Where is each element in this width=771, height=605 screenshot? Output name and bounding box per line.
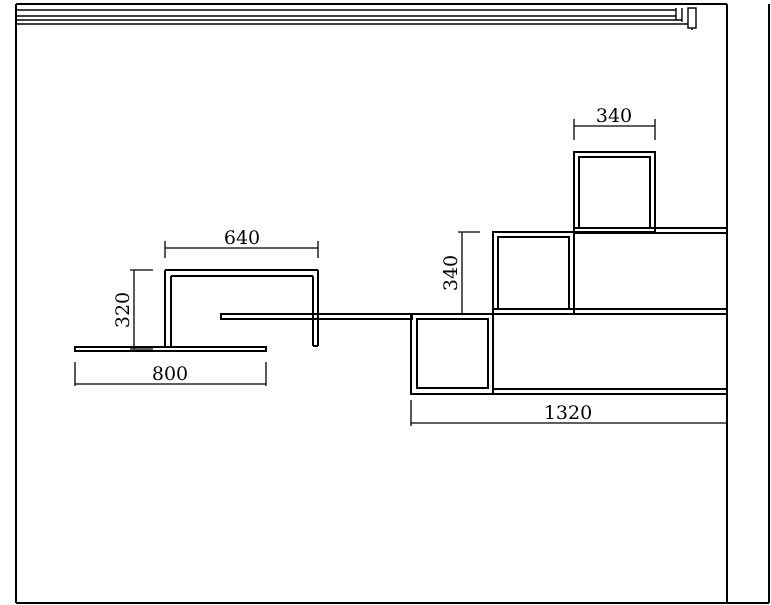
- cube-middle-outer: [492, 231, 575, 315]
- cube-bottom-inner: [416, 318, 489, 389]
- cube-top-inner: [578, 156, 651, 229]
- dim-label-1320: 1320: [544, 402, 592, 424]
- stepped-cube-unit: [410, 151, 727, 395]
- floating-shelf-800: [74, 346, 267, 352]
- cube-bottom-outer: [410, 313, 494, 395]
- long-thin-shelf: [220, 313, 413, 320]
- drawing-border: [15, 3, 770, 604]
- dim-label-340-horizontal: 340: [596, 105, 632, 127]
- frame-640: [164, 269, 319, 347]
- dim-label-800: 800: [152, 363, 188, 385]
- cube-top-outer: [573, 151, 656, 233]
- dim-label-340-vertical: 340: [440, 255, 462, 291]
- dimension-640: 640: [164, 227, 319, 258]
- dim-label-320: 320: [112, 292, 134, 328]
- dimension-320: 320: [112, 269, 153, 350]
- dim-label-640: 640: [224, 227, 260, 249]
- dimension-1320: 1320: [410, 400, 728, 426]
- dimension-340-horizontal: 340: [573, 105, 656, 140]
- ceiling-rail: [16, 7, 697, 30]
- dimension-340-vertical: 340: [440, 231, 480, 315]
- dimension-800: 800: [74, 362, 267, 386]
- cube-middle-inner: [497, 236, 570, 310]
